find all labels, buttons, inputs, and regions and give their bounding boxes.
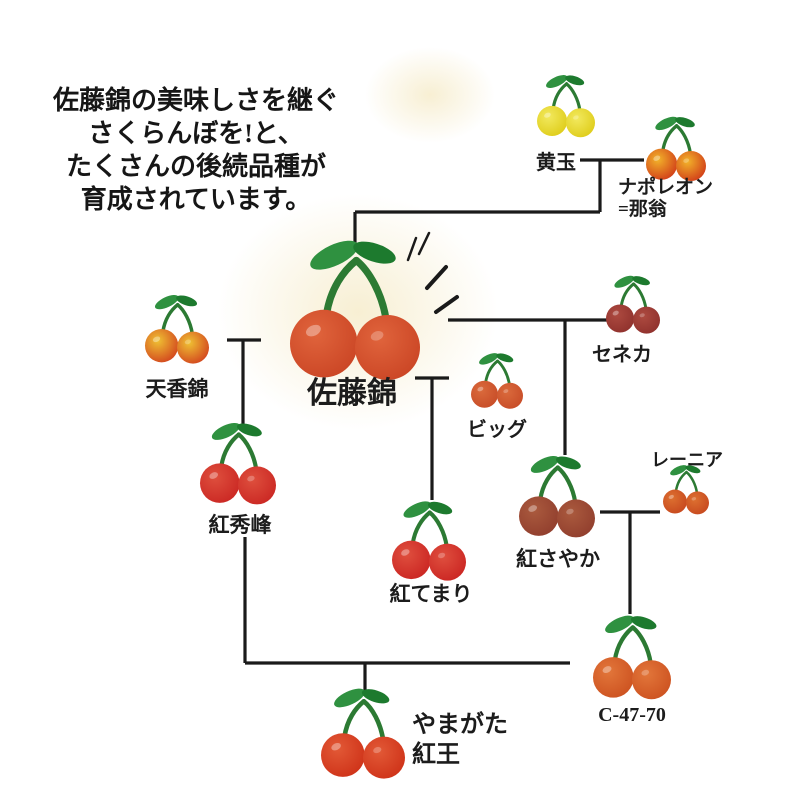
intro-text: 佐藤錦の美味しさを継ぐ さくらんぼを!と、 たくさんの後続品種が 育成されていま… xyxy=(28,84,364,216)
label-seneca: セネカ xyxy=(592,344,652,366)
cherry-icon-big xyxy=(471,353,523,409)
label-napoleon: ナポレオン =那翁 xyxy=(618,177,714,220)
cherry-icon-benitemari xyxy=(392,501,466,581)
cherry-icon-napoleon xyxy=(646,116,706,181)
background-glow xyxy=(218,194,498,430)
label-kidama: 黄玉 xyxy=(536,152,576,174)
label-benitemari: 紅てまり xyxy=(389,582,473,606)
label-c4770: C-47-70 xyxy=(598,704,666,726)
cherry-icon-rainier xyxy=(663,465,709,515)
label-tenkonishiki: 天香錦 xyxy=(145,377,209,401)
emphasis-mark xyxy=(434,295,459,314)
label-yamagata: やまがた 紅王 xyxy=(412,712,508,768)
cherry-icon-satonishiki xyxy=(290,240,420,380)
cherry-icon-benishuho xyxy=(200,422,276,505)
label-big: ビッグ xyxy=(467,419,527,441)
cherry-icon-yamagata xyxy=(321,688,405,779)
cherry-icon-tenkonishiki xyxy=(145,295,209,364)
label-benishuho: 紅秀峰 xyxy=(208,513,272,537)
emphasis-mark xyxy=(406,236,418,262)
cherry-icon-c4770 xyxy=(593,615,671,700)
intro-line-4: 育成されています。 xyxy=(80,185,312,214)
emphasis-mark xyxy=(417,231,431,256)
cherry-icon-benisayaka xyxy=(519,455,595,538)
cherry-icon-kidama xyxy=(537,75,595,138)
intro-line-3: たくさんの後続品種が xyxy=(65,152,326,181)
intro-line-2: さくらんぼを!と、 xyxy=(88,119,304,148)
background-glow xyxy=(365,47,495,143)
cherry-icon-seneca xyxy=(606,275,660,334)
label-benisayaka: 紅さやか xyxy=(516,547,600,571)
emphasis-mark xyxy=(425,265,448,290)
label-rainier: レーニア xyxy=(651,450,723,470)
label-satonishiki: 佐藤錦 xyxy=(307,377,397,410)
intro-line-1: 佐藤錦の美味しさを継ぐ xyxy=(52,86,339,115)
